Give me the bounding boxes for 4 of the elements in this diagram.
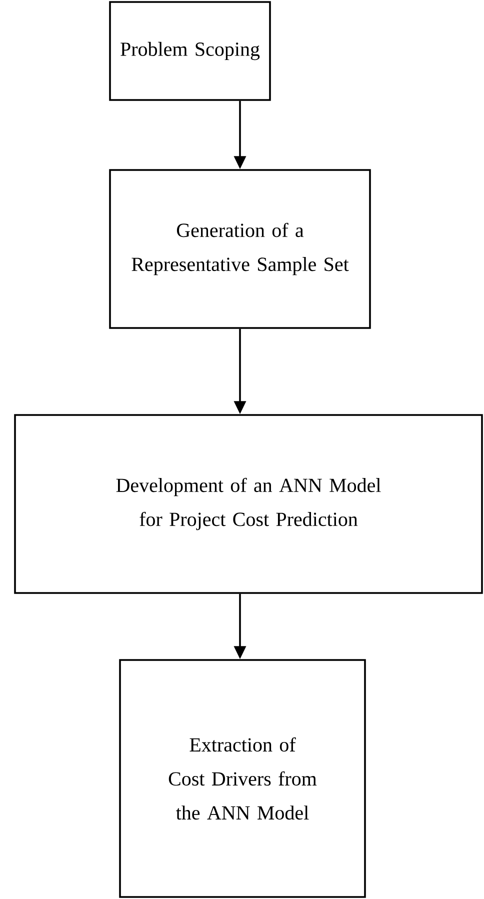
process-box: Extraction of Cost Drivers from the ANN Model: [119, 659, 366, 898]
process-box: Problem Scoping: [109, 1, 271, 101]
process-box: Development of an ANN Model for Project Cost Prediction: [14, 414, 483, 594]
process-box: Generation of a Representative Sample Set: [109, 169, 371, 329]
